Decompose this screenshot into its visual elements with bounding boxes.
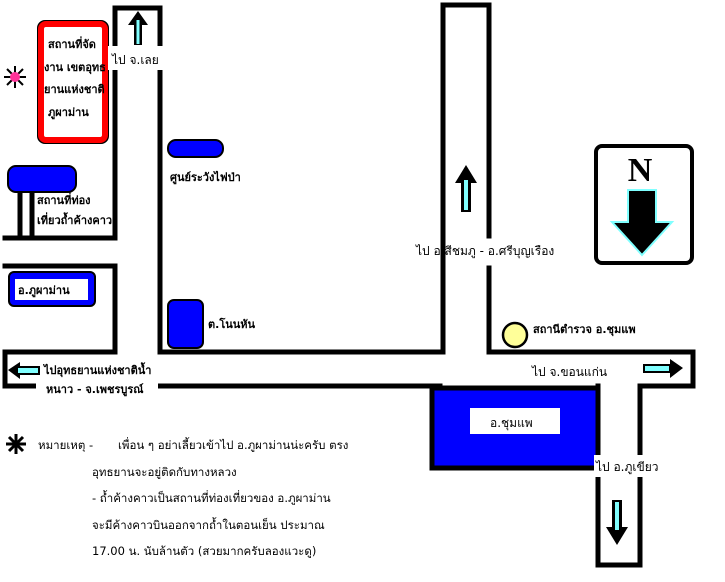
bat-cave-label: เที่ยวถ้ำค้างคาว bbox=[37, 212, 112, 227]
chum-phae-label: อ.ชุมแพ bbox=[490, 416, 533, 431]
north-arrow-icon bbox=[609, 189, 675, 257]
venue-label-line: งาน เขตอุทธ bbox=[44, 61, 106, 75]
to-loei-label: ไป จ.เลย bbox=[111, 53, 159, 67]
asterisk-icon bbox=[6, 434, 26, 454]
arrow-down-icon bbox=[606, 500, 628, 545]
venue-label-line: สถานที่จัด bbox=[48, 36, 96, 51]
police-station-label: สถานีตำรวจ อ.ชุมแพ bbox=[533, 323, 636, 337]
note-section: หมายเหตุ - เพื่อน ๆ อย่าเลี้ยวเข้าไป อ.ภ… bbox=[6, 434, 348, 558]
non-han-marker bbox=[167, 299, 204, 349]
bat-cave-label: สถานที่ท่อง bbox=[37, 192, 91, 207]
road-to-si-chomphu bbox=[157, 2, 492, 355]
venue-label-line: ภูผาม่าน bbox=[48, 106, 89, 120]
phu-pha-man-label: อ.ภูผาม่าน bbox=[18, 284, 70, 298]
arrow-up-icon bbox=[455, 165, 477, 212]
to-khon-kaen-label: ไป จ.ขอนแก่น bbox=[531, 365, 607, 379]
arrow-up-icon bbox=[128, 11, 148, 45]
main-highway-right bbox=[486, 265, 696, 568]
police-station-marker bbox=[501, 321, 529, 349]
label-bg bbox=[108, 46, 168, 70]
arrow-left-icon bbox=[8, 362, 40, 379]
fire-center-marker bbox=[167, 139, 224, 158]
fire-center-label: ศูนย์ระวังไฟป่า bbox=[170, 170, 241, 185]
roads bbox=[2, 2, 696, 568]
north-letter: N bbox=[628, 152, 653, 189]
cave-access-road bbox=[17, 192, 35, 241]
chum-phae-label-bg bbox=[470, 408, 560, 434]
to-nam-nao-label: หนาว - จ.เพชรบูรณ์ bbox=[46, 383, 144, 397]
note-line: จะมีค้างคาวบินออกจากถ้ำในตอนเย็น ประมาณ bbox=[92, 517, 325, 532]
non-han-label: ต.โนนหัน bbox=[208, 317, 256, 331]
note-line: เพื่อน ๆ อย่าเลี้ยวเข้าไป อ.ภูผาม่านน่ะค… bbox=[118, 437, 348, 452]
road-to-loei-left-edge bbox=[2, 69, 118, 241]
to-nam-nao-label: ไปอุทธยานแห่งชาติน้ำ bbox=[42, 362, 151, 378]
label-bg bbox=[594, 455, 654, 477]
road-to-loei bbox=[112, 5, 163, 355]
arrow-right-icon bbox=[643, 359, 683, 378]
star-marker-icon bbox=[4, 66, 26, 88]
note-line: 17.00 น. นับล้านตัว (สวยมากครับลองแวะดู) bbox=[92, 544, 316, 558]
side-road-left bbox=[2, 263, 118, 389]
label-bg bbox=[36, 380, 158, 394]
note-line: อุทธยานจะอยู่ติดกับทางหลวง bbox=[92, 465, 237, 479]
phu-pha-man-label-bg bbox=[15, 279, 88, 300]
venue-box bbox=[38, 21, 108, 143]
to-si-chomphu-label: ไป อ.สีชมภู - อ.ศรีบุญเรือง bbox=[415, 244, 554, 259]
to-phu-khiao-label: ไป อ.ภูเขียว bbox=[595, 460, 658, 475]
bat-cave-marker bbox=[7, 165, 77, 193]
venue-label-line: ยานแห่งชาติ bbox=[44, 83, 105, 96]
note-heading: หมายเหตุ - bbox=[38, 438, 93, 452]
note-line: - ถ้ำค้างคาวเป็นสถานที่ท่องเที่ยวของ อ.ภ… bbox=[92, 490, 331, 505]
